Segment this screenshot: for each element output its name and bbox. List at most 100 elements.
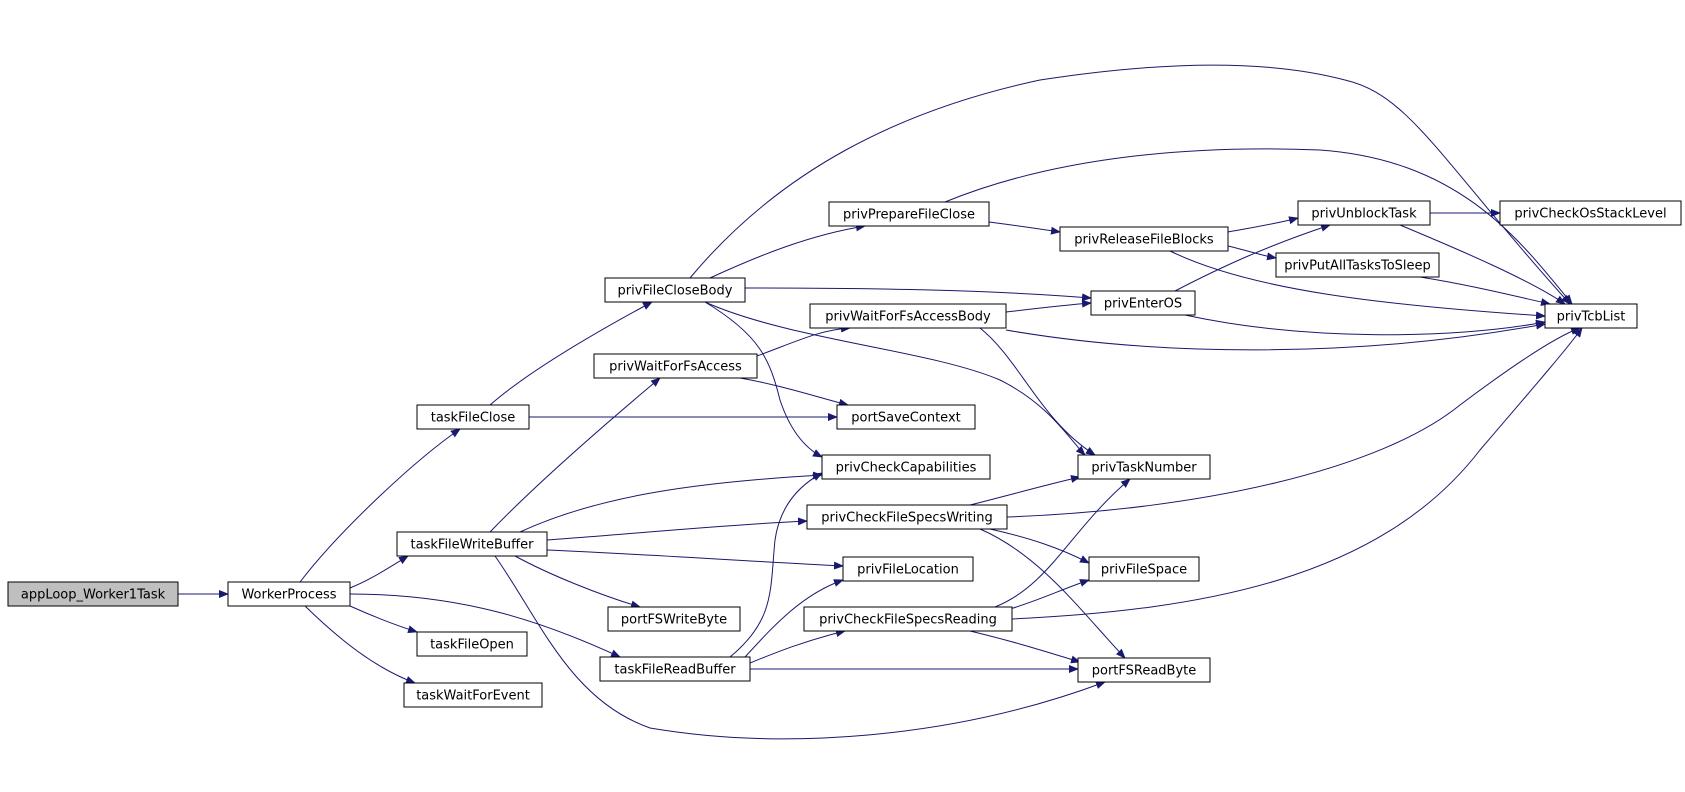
- node-privUnblockTask[interactable]: privUnblockTask: [1297, 200, 1431, 226]
- node-label: portFSReadByte: [1092, 664, 1197, 679]
- edge-privCheckFileSpecsWriting-to-portFSReadByte: [979, 528, 1126, 659]
- edge-privPrepareFileClose-to-privTcbList: [944, 148, 1573, 305]
- node-box: [836, 404, 976, 430]
- edge-taskFileWriteBuffer-to-portFSWriteByte: [514, 555, 641, 609]
- node-label: privWaitForFsAccess: [609, 360, 742, 375]
- node-privFileLocation[interactable]: privFileLocation: [842, 556, 974, 582]
- edge-privCheckFileSpecsWriting-to-privFileSpace: [989, 528, 1090, 564]
- node-label: taskFileClose: [431, 411, 516, 426]
- edge-taskFileReadBuffer-to-privFileLocation: [744, 579, 844, 658]
- node-taskWaitForEvent[interactable]: taskWaitForEvent: [403, 682, 543, 708]
- node-label: privPutAllTasksToSleep: [1284, 259, 1431, 274]
- edge-privFileCloseBody-to-privTcbList: [689, 64, 1571, 305]
- node-privReleaseFileBlocks[interactable]: privReleaseFileBlocks: [1059, 226, 1229, 252]
- node-privWaitForFsAccessBody[interactable]: privWaitForFsAccessBody: [809, 303, 1007, 329]
- node-box: [607, 606, 741, 632]
- node-label: privUnblockTask: [1311, 207, 1417, 222]
- node-box: [1499, 200, 1682, 226]
- node-box: [396, 531, 548, 557]
- node-box: [599, 656, 751, 682]
- edge-WorkerProcess-to-taskFileWriteBuffer: [349, 555, 409, 589]
- edge-WorkerProcess-to-taskFileReadBuffer: [349, 593, 621, 658]
- node-box: [821, 454, 991, 480]
- node-WorkerProcess[interactable]: WorkerProcess: [227, 581, 351, 607]
- node-label: taskWaitForEvent: [416, 689, 530, 704]
- edge-privWaitForFsAccess-to-privWaitForFsAccessBody: [756, 324, 851, 357]
- edge-privWaitForFsAccess-to-portSaveContext: [739, 377, 849, 407]
- edge-privPrepareFileClose-to-privReleaseFileBlocks: [988, 221, 1061, 235]
- edge-WorkerProcess-to-taskFileClose: [299, 428, 461, 583]
- node-label: WorkerProcess: [241, 588, 336, 603]
- edge-privCheckFileSpecsWriting-to-privTaskNumber: [969, 475, 1081, 506]
- node-privCheckCapabilities[interactable]: privCheckCapabilities: [821, 454, 991, 480]
- node-appLoop_Worker1Task[interactable]: appLoop_Worker1Task: [7, 581, 179, 607]
- edge-taskFileWriteBuffer-to-privFileLocation: [546, 549, 844, 570]
- node-label: taskFileOpen: [430, 638, 514, 653]
- node-taskFileReadBuffer[interactable]: taskFileReadBuffer: [599, 656, 751, 682]
- node-label: privTaskNumber: [1091, 461, 1197, 476]
- edge-taskFileReadBuffer-to-privCheckFileSpecsReading: [744, 629, 846, 666]
- node-portSaveContext[interactable]: portSaveContext: [836, 404, 976, 430]
- node-box: [1077, 657, 1211, 683]
- edge-privFileCloseBody-to-privCheckCapabilities: [704, 301, 823, 458]
- edge-privCheckFileSpecsReading-to-portFSReadByte: [969, 630, 1081, 664]
- node-box: [593, 353, 758, 379]
- node-portFSWriteByte[interactable]: portFSWriteByte: [607, 606, 741, 632]
- node-label: privEnterOS: [1104, 297, 1182, 312]
- node-privWaitForFsAccess[interactable]: privWaitForFsAccess: [593, 353, 758, 379]
- edge-privFileCloseBody-to-privPrepareFileClose: [709, 223, 866, 279]
- edge-taskFileClose-to-privFileCloseBody: [489, 301, 653, 406]
- edge-taskFileWriteBuffer-to-portFSReadByte: [494, 555, 1106, 740]
- node-label: privCheckCapabilities: [836, 461, 977, 476]
- edge-privWaitForFsAccessBody-to-privTaskNumber: [979, 327, 1096, 456]
- node-label: taskFileReadBuffer: [614, 663, 736, 678]
- edge-privFileCloseBody-to-privEnterOS: [744, 287, 1092, 302]
- node-label: portFSWriteByte: [621, 613, 727, 628]
- edge-privReleaseFileBlocks-to-privPutAllTasksToSleep: [1227, 245, 1277, 261]
- edge-taskFileWriteBuffer-to-privWaitForFsAccess: [489, 377, 661, 533]
- edge-privCheckFileSpecsReading-to-privTaskNumber: [994, 478, 1131, 608]
- node-privTcbList[interactable]: privTcbList: [1544, 303, 1638, 329]
- node-label: privTcbList: [1557, 310, 1626, 325]
- node-box: [1297, 200, 1431, 226]
- edge-privEnterOS-to-privTcbList: [1184, 314, 1546, 336]
- node-box: [803, 606, 1013, 632]
- node-taskFileOpen[interactable]: taskFileOpen: [416, 631, 528, 657]
- edge-WorkerProcess-to-taskWaitForEvent: [304, 605, 416, 684]
- edge-privEnterOS-to-privUnblockTask: [1174, 224, 1331, 292]
- node-privCheckFileSpecsWriting[interactable]: privCheckFileSpecsWriting: [806, 504, 1008, 530]
- node-privPrepareFileClose[interactable]: privPrepareFileClose: [828, 201, 990, 227]
- node-taskFileClose[interactable]: taskFileClose: [416, 404, 530, 430]
- node-privEnterOS[interactable]: privEnterOS: [1090, 290, 1196, 316]
- node-privCheckFileSpecsReading[interactable]: privCheckFileSpecsReading: [803, 606, 1013, 632]
- node-label: privCheckFileSpecsWriting: [821, 511, 993, 526]
- node-box: [842, 556, 974, 582]
- edge-privWaitForFsAccessBody-to-privTcbList: [1005, 321, 1546, 351]
- edge-privReleaseFileBlocks-to-privUnblockTask: [1227, 216, 1299, 233]
- node-label: privWaitForFsAccessBody: [825, 310, 991, 325]
- edge-privReleaseFileBlocks-to-privTcbList: [1169, 250, 1546, 320]
- node-label: privCheckOsStackLevel: [1514, 207, 1666, 222]
- node-box: [403, 682, 543, 708]
- node-box: [416, 631, 528, 657]
- edge-privCheckFileSpecsReading-to-privFileSpace: [1009, 579, 1090, 610]
- node-box: [7, 581, 179, 607]
- node-taskFileWriteBuffer[interactable]: taskFileWriteBuffer: [396, 531, 548, 557]
- edge-privWaitForFsAccessBody-to-privEnterOS: [1005, 299, 1092, 313]
- node-privPutAllTasksToSleep[interactable]: privPutAllTasksToSleep: [1275, 252, 1440, 278]
- edge-taskFileWriteBuffer-to-privCheckCapabilities: [519, 471, 823, 533]
- node-box: [828, 201, 990, 227]
- node-privCheckOsStackLevel[interactable]: privCheckOsStackLevel: [1499, 200, 1682, 226]
- edge-privCheckFileSpecsReading-to-privTcbList: [1011, 327, 1583, 620]
- node-label: privCheckFileSpecsReading: [819, 613, 997, 628]
- node-privFileCloseBody[interactable]: privFileCloseBody: [604, 277, 746, 303]
- edge-WorkerProcess-to-taskFileOpen: [349, 605, 418, 634]
- node-privFileSpace[interactable]: privFileSpace: [1088, 556, 1200, 582]
- node-box: [1544, 303, 1638, 329]
- node-portFSReadByte[interactable]: portFSReadByte: [1077, 657, 1211, 683]
- edge-privUnblockTask-to-privTcbList: [1399, 224, 1566, 305]
- node-privTaskNumber[interactable]: privTaskNumber: [1077, 454, 1211, 480]
- nodes-layer: appLoop_Worker1Task WorkerProcess taskFile…: [7, 200, 1682, 708]
- node-box: [1059, 226, 1229, 252]
